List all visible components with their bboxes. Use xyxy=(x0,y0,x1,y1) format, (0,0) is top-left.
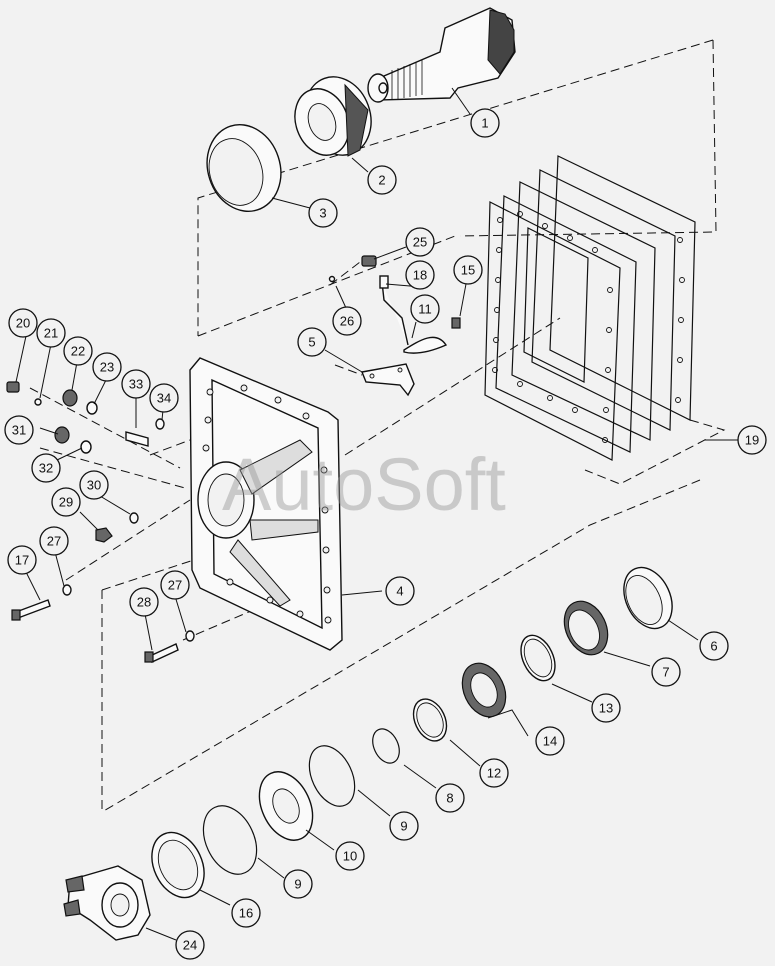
callout-label: 1 xyxy=(481,116,488,131)
callout-32: 32 xyxy=(31,453,61,483)
callout-12: 12 xyxy=(479,758,509,788)
gasket-stack-part xyxy=(484,155,696,461)
callout-label: 23 xyxy=(100,360,114,375)
callout-9a: 9 xyxy=(389,811,419,841)
callout-31: 31 xyxy=(4,415,34,445)
callout-19: 19 xyxy=(737,425,767,455)
callout-label: 19 xyxy=(745,433,759,448)
callout-label: 34 xyxy=(157,391,171,406)
callout-6: 6 xyxy=(699,631,729,661)
callout-8: 8 xyxy=(435,783,465,813)
watermark-text: AutoSoft xyxy=(222,443,506,526)
callout-label: 8 xyxy=(446,791,453,806)
callout-18: 18 xyxy=(405,260,435,290)
callout-17: 17 xyxy=(7,545,37,575)
callout-24: 24 xyxy=(175,930,205,960)
taper-bearing-part xyxy=(294,76,372,157)
bracket-part xyxy=(361,363,415,397)
fasteners-left xyxy=(6,381,195,663)
callout-label: 32 xyxy=(39,461,53,476)
callout-label: 6 xyxy=(710,639,717,654)
seal-rings-stack xyxy=(151,566,673,899)
callout-33: 33 xyxy=(121,369,151,399)
callout-9b: 9 xyxy=(283,869,313,899)
callout-label: 18 xyxy=(413,268,427,283)
callout-label: 29 xyxy=(59,495,73,510)
callout-label: 15 xyxy=(461,263,475,278)
pinion-shaft-part xyxy=(367,7,516,103)
callout-13: 13 xyxy=(591,693,621,723)
callout-29: 29 xyxy=(51,487,81,517)
small-linkage-parts xyxy=(328,255,461,354)
callout-label: 9 xyxy=(400,819,407,834)
leader-lines xyxy=(15,87,738,941)
callout-label: 7 xyxy=(662,665,669,680)
callout-label: 11 xyxy=(418,302,432,317)
callout-label: 30 xyxy=(87,478,101,493)
callout-label: 21 xyxy=(44,326,58,341)
callout-26: 26 xyxy=(332,306,362,336)
callout-2: 2 xyxy=(367,165,397,195)
callout-label: 27 xyxy=(47,534,61,549)
bearing-cup-part xyxy=(206,124,282,212)
callout-15: 15 xyxy=(453,255,483,285)
assembly-dashed-lines xyxy=(29,39,726,813)
callout-label: 33 xyxy=(129,377,143,392)
callout-23: 23 xyxy=(92,352,122,382)
callout-14: 14 xyxy=(535,726,565,756)
callout-label: 31 xyxy=(12,423,26,438)
callout-label: 17 xyxy=(15,553,29,568)
callout-label: 22 xyxy=(71,344,85,359)
callout-label: 25 xyxy=(413,235,427,250)
callout-11: 11 xyxy=(410,294,440,324)
callout-label: 10 xyxy=(343,849,357,864)
callout-1: 1 xyxy=(470,108,500,138)
callout-10: 10 xyxy=(335,841,365,871)
callout-label: 5 xyxy=(308,335,315,350)
callout-label: 27 xyxy=(168,578,182,593)
callout-label: 2 xyxy=(378,173,385,188)
callout-label: 16 xyxy=(239,906,253,921)
callout-16: 16 xyxy=(231,898,261,928)
callout-label: 9 xyxy=(294,877,301,892)
callout-25: 25 xyxy=(405,227,435,257)
callout-30: 30 xyxy=(79,470,109,500)
callout-20: 20 xyxy=(8,308,38,338)
callout-label: 12 xyxy=(487,766,501,781)
callout-label: 13 xyxy=(599,701,613,716)
callout-4: 4 xyxy=(385,576,415,606)
yoke-part xyxy=(63,865,151,941)
callout-label: 14 xyxy=(543,734,557,749)
callout-label: 3 xyxy=(319,206,326,221)
callout-27a: 27 xyxy=(39,526,69,556)
callout-3: 3 xyxy=(308,198,338,228)
callout-7: 7 xyxy=(651,657,681,687)
callout-22: 22 xyxy=(63,336,93,366)
callout-label: 28 xyxy=(137,595,151,610)
callout-21: 21 xyxy=(36,318,66,348)
callout-28: 28 xyxy=(129,587,159,617)
callout-27b: 27 xyxy=(160,570,190,600)
callout-label: 26 xyxy=(340,314,354,329)
callout-5: 5 xyxy=(297,327,327,357)
callout-label: 4 xyxy=(396,584,403,599)
housing-part xyxy=(189,357,343,651)
callout-label: 24 xyxy=(183,938,197,953)
callout-34: 34 xyxy=(149,383,179,413)
callout-label: 20 xyxy=(16,316,30,331)
